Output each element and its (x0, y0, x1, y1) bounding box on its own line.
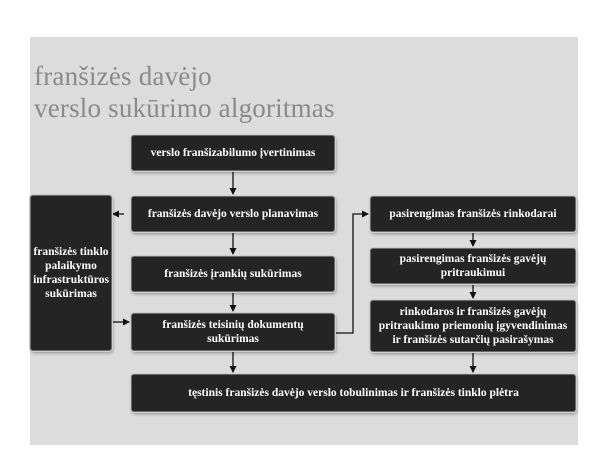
step-franchise-tools-creation: franšizės įrankių sukūrimas (131, 256, 335, 292)
step-marketing-recruitment-implementation: rinkodaros ir franšizės gavėjų pritrauki… (370, 300, 576, 352)
title-line-2: verslo sukūrimo algoritmas (34, 93, 335, 123)
step-franchise-legal-documents: franšizės teisinių dokumentų sukūrimas (131, 313, 335, 351)
step-franchisee-recruitment-preparation: pasirengimas franšizės gavėjų pritraukim… (370, 248, 576, 284)
step-network-support-infrastructure: franšizės tinklo palaikymo infrastruktūr… (30, 195, 112, 351)
step-business-franchisability-assessment: verslo franšizabilumo įvertinimas (131, 135, 335, 171)
title-line-1: franšizės davėjo (34, 61, 212, 91)
step-franchisor-business-planning: franšizės davėjo verslo planavimas (131, 196, 335, 232)
step-continuous-improvement-network-expansion: tęstinis franšizės davėjo verslo tobulin… (131, 374, 576, 412)
diagram-title: franšizės davėjo verslo sukūrimo algorit… (34, 60, 335, 124)
arrow-b4-b7 (336, 210, 369, 334)
step-franchise-marketing-preparation: pasirengimas franšizės rinkodarai (370, 196, 576, 232)
